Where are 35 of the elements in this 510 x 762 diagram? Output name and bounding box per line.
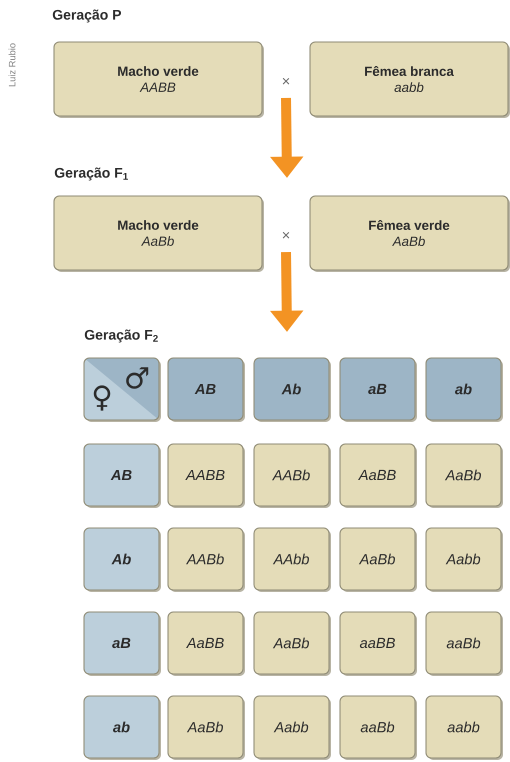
genotype-cell: AaBb — [253, 611, 331, 676]
parent-box: Fêmea branca aabb — [309, 41, 510, 118]
corner-cell: ♂ ♀ — [83, 357, 161, 422]
genotype-cell: AaBb — [339, 527, 417, 592]
genotype-cell: AaBb — [167, 695, 245, 760]
genotype-cell: AAbb — [253, 527, 331, 592]
parent-box: Fêmea verde AaBb — [309, 195, 510, 272]
generation-heading: Geração P — [52, 10, 122, 22]
genotype-cell: AaBB — [167, 611, 245, 676]
gamete-cell: aB — [83, 611, 161, 676]
parent-box: Macho verde AABB — [53, 41, 264, 118]
genotype-cell: AABB — [167, 443, 245, 508]
genotype-cell: Aabb — [253, 695, 331, 760]
genotype-cell: AABb — [253, 443, 331, 508]
credit-text: Luiz Rubio — [8, 43, 16, 86]
gamete-cell: aB — [339, 357, 417, 422]
genotype-cell: aaBb — [425, 611, 503, 676]
genotype-cell: AaBb — [425, 443, 503, 508]
gamete-cell: ab — [425, 357, 503, 422]
gamete-cell: Ab — [83, 527, 161, 592]
genotype-cell: aabb — [425, 695, 503, 760]
genotype-cell: aaBB — [339, 611, 417, 676]
cross-sign: × — [282, 232, 290, 238]
genotype-cell: aaBb — [339, 695, 417, 760]
generation-heading: Geração F$_{1}$ — [54, 168, 128, 180]
gamete-cell: AB — [83, 443, 161, 508]
gamete-cell: ab — [83, 695, 161, 760]
genotype-cell: AaBB — [339, 443, 417, 508]
genotype-cell: Aabb — [425, 527, 503, 592]
generation-heading: Geração F$_{2}$ — [84, 330, 158, 342]
parent-box: Macho verde AaBb — [53, 195, 264, 272]
cross-sign: × — [282, 78, 290, 84]
gamete-cell: AB — [167, 357, 245, 422]
genotype-cell: AABb — [167, 527, 245, 592]
gamete-cell: Ab — [253, 357, 331, 422]
